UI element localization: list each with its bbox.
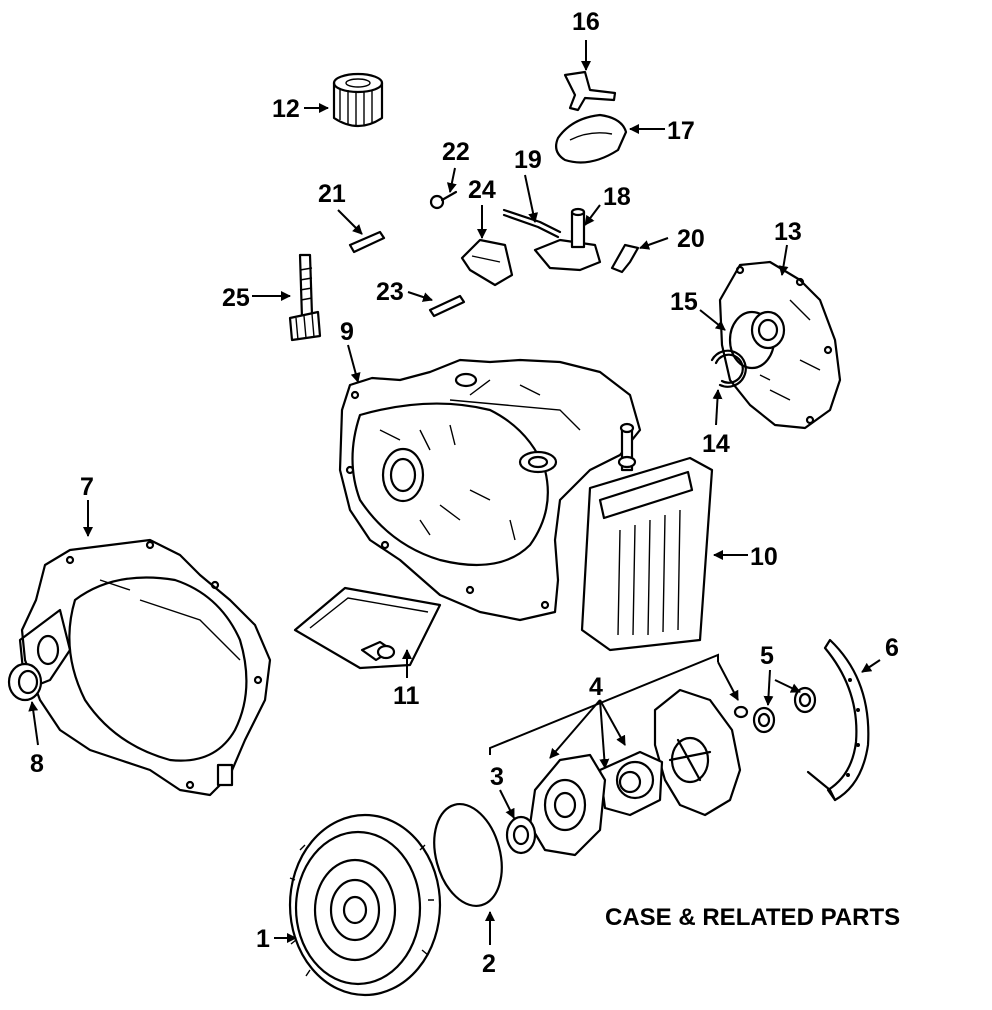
case-part-9[interactable] (338, 358, 642, 622)
lever-part-16[interactable] (563, 70, 617, 112)
callout-24: 24 (468, 176, 496, 204)
torque-converter-part-1[interactable] (288, 813, 442, 997)
callout-22: 22 (442, 138, 470, 166)
callout-10: 10 (750, 543, 778, 571)
callout-7: 7 (80, 473, 94, 501)
callout-15: 15 (670, 288, 698, 316)
o-ring-part-2[interactable] (424, 796, 513, 913)
callout-11: 11 (393, 682, 420, 710)
oil-pan-part-10[interactable] (580, 422, 714, 652)
callout-5: 5 (760, 642, 774, 670)
callout-6: 6 (885, 634, 899, 662)
seal-part-3[interactable] (505, 815, 537, 855)
pin-part-21[interactable] (348, 230, 386, 254)
bracket-part-20[interactable] (610, 243, 640, 274)
callout-16: 16 (572, 8, 600, 36)
snap-ring-part-14[interactable] (710, 349, 747, 388)
diagram-title: CASE & RELATED PARTS (605, 904, 900, 931)
gasket-part-6[interactable] (806, 638, 870, 802)
rod-part-19[interactable] (502, 208, 562, 239)
callout-1: 1 (256, 925, 270, 953)
callout-8: 8 (30, 750, 44, 778)
callout-12: 12 (272, 95, 300, 123)
end-cover-part-13[interactable] (718, 260, 842, 430)
callout-18: 18 (603, 183, 631, 211)
callout-13: 13 (774, 218, 802, 246)
plate-part-24[interactable] (460, 238, 514, 287)
leader-lines (28, 40, 881, 945)
cover-part-17[interactable] (555, 113, 628, 164)
callout-14: 14 (702, 430, 730, 458)
filter-part-12[interactable] (332, 72, 384, 128)
callout-21: 21 (318, 180, 346, 208)
callout-4: 4 (589, 673, 603, 701)
callout-17: 17 (667, 117, 695, 145)
gear-part-25[interactable] (288, 253, 322, 342)
callout-2: 2 (482, 950, 496, 978)
clip-part-22[interactable] (429, 190, 458, 210)
seal-part-8[interactable] (7, 662, 43, 702)
o-rings-part-5[interactable] (733, 686, 817, 734)
callout-20: 20 (677, 225, 705, 253)
pump-part-4[interactable] (528, 688, 742, 857)
strainer-part-11[interactable] (293, 586, 442, 670)
callout-23: 23 (376, 278, 404, 306)
callout-25: 25 (222, 284, 250, 312)
callout-9: 9 (340, 318, 354, 346)
switch-part-18[interactable] (533, 207, 602, 272)
housing-part-7[interactable] (18, 538, 272, 797)
pin-part-23[interactable] (428, 294, 466, 318)
callout-19: 19 (514, 146, 542, 174)
callout-3: 3 (490, 763, 504, 791)
